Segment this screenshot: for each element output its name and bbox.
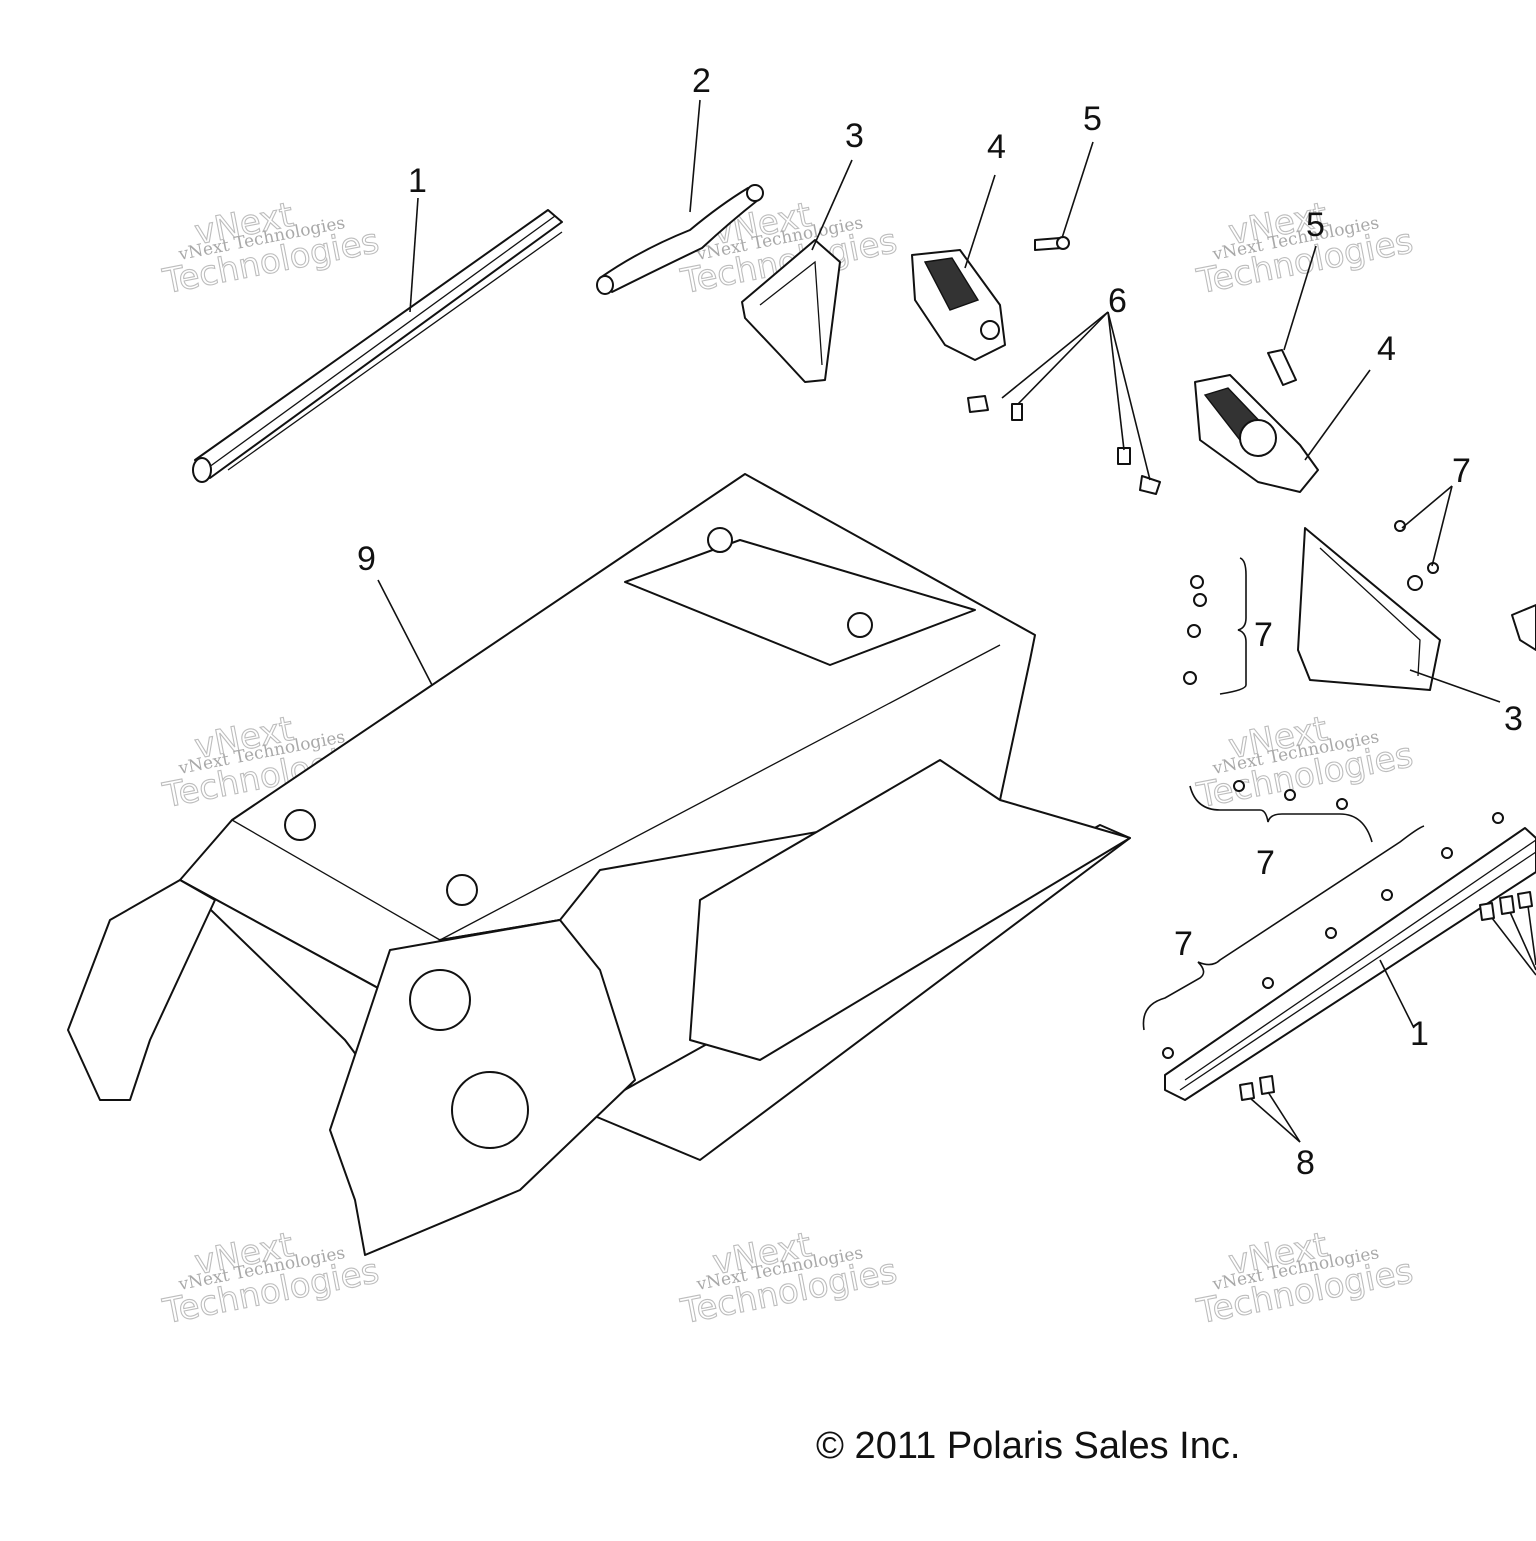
leader-lines xyxy=(377,99,1536,1143)
callout-7: 7 xyxy=(1452,452,1471,490)
callout-6: 6 xyxy=(1108,282,1127,320)
bracket-right-part xyxy=(1297,527,1441,691)
bracket-upper-part xyxy=(741,239,841,383)
callout-1: 1 xyxy=(408,162,427,200)
watermark: vNext vNext Technologies Technologies xyxy=(677,1224,901,1332)
block-right-part xyxy=(1194,374,1319,493)
bolt-upper-part xyxy=(1034,236,1070,251)
fasteners-7-left xyxy=(1183,575,1207,685)
tube-part xyxy=(596,184,764,295)
bolt-right-part xyxy=(1267,349,1297,386)
watermark: vNext vNext Technologies Technologies xyxy=(1193,708,1417,816)
callout-2: 2 xyxy=(692,62,711,100)
tunnel-part xyxy=(67,473,1131,1256)
callout-5: 5 xyxy=(1306,206,1325,244)
block-upper-part xyxy=(911,249,1006,361)
callout-5: 5 xyxy=(1083,100,1102,138)
cap-right-edge-part xyxy=(1511,604,1536,651)
callout-4: 4 xyxy=(1377,330,1396,368)
callout-7: 7 xyxy=(1256,844,1275,882)
watermark: vNext vNext Technologies Technologies xyxy=(1193,194,1417,302)
callout-1: 1 xyxy=(1410,1015,1429,1053)
rail-right-part xyxy=(1164,827,1536,1101)
bolts-set-8 xyxy=(1239,891,1533,1101)
watermark: vNext vNext Technologies Technologies xyxy=(159,194,383,302)
callout-7: 7 xyxy=(1254,616,1273,654)
bolts-set-6 xyxy=(967,395,1161,495)
fasteners-7-middle xyxy=(1233,780,1348,810)
callout-9: 9 xyxy=(357,540,376,578)
callout-8: 8 xyxy=(1296,1144,1315,1182)
callout-4: 4 xyxy=(987,128,1006,166)
callout-numbers: 1 2 3 4 5 5 6 4 7 9 7 3 7 7 1 8 xyxy=(357,62,1523,1182)
watermark: vNext vNext Technologies Technologies xyxy=(159,1224,383,1332)
callout-7: 7 xyxy=(1174,925,1193,963)
rail-left-part xyxy=(192,209,563,483)
callout-3: 3 xyxy=(1504,700,1523,738)
callout-3: 3 xyxy=(845,117,864,155)
watermark: vNext vNext Technologies Technologies xyxy=(1193,1224,1417,1332)
copyright-text: © 2011 Polaris Sales Inc. xyxy=(816,1425,1240,1467)
